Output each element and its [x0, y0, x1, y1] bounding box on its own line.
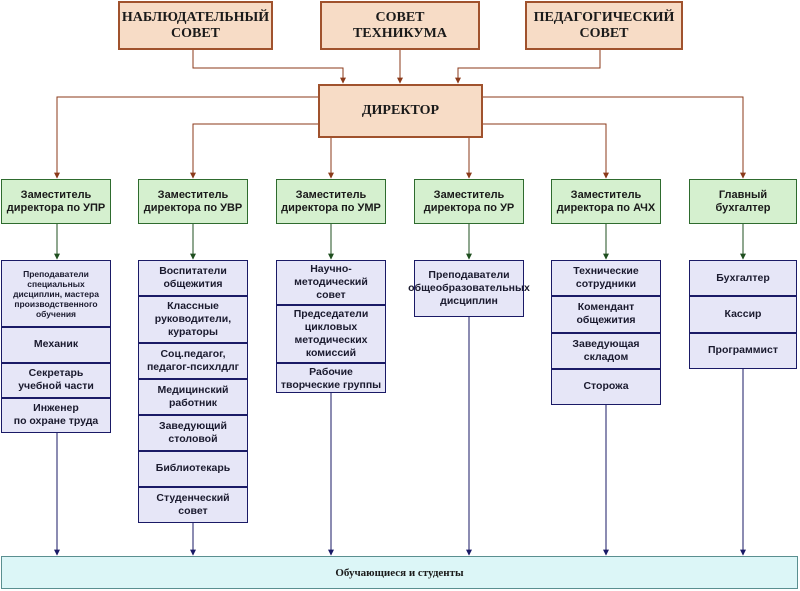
ahch-staff-group: Технические сотрудники Комендант общежит… [551, 260, 661, 405]
deputy-upr-box: Заместитель директора по УПР [1, 179, 111, 224]
umr-staff-item: Научно-методический совет [294, 263, 368, 301]
umr-staff-item: Председатели цикловых методических комис… [277, 304, 385, 362]
ahch-staff-item: Комендант общежития [552, 295, 660, 331]
deputy-ahch-box: Заместитель директора по АЧХ [551, 179, 661, 224]
deputy-umr-box: Заместитель директора по УМР [276, 179, 386, 224]
uvr-staff-item: Медицинский работник [139, 377, 247, 414]
upr-staff-item: Секретарь учебной части [2, 361, 110, 397]
upr-staff-item: Инженер по охране труда [2, 396, 110, 432]
pedagogical-council-box: ПЕДАГОГИЧЕСКИЙ СОВЕТ [525, 1, 683, 50]
chief-accountant-box: Главный бухгалтер [689, 179, 797, 224]
accountant-staff-item: Бухгалтер [716, 271, 770, 284]
director-box: ДИРЕКТОР [318, 84, 483, 138]
supervisory-board-box: НАБЛЮДАТЕЛЬНЫЙ СОВЕТ [118, 1, 273, 50]
link-director-to-upr [54, 96, 318, 179]
uvr-staff-item: Заведующий столовой [139, 413, 247, 450]
uvr-staff-group: Воспитатели общежития Классные руководит… [138, 260, 248, 523]
link-supervisory-to-director [192, 50, 346, 84]
deputy-uvr-box: Заместитель директора по УВР [138, 179, 248, 224]
umr-staff-item: Рабочие творческие группы [277, 362, 385, 394]
accountant-staff-group: Бухгалтер Кассир Программист [689, 260, 797, 369]
link-pedagogical-to-director [455, 50, 601, 84]
upr-staff-item: Преподаватели специальных дисциплин, мас… [13, 268, 99, 319]
accountant-staff-item: Программист [690, 331, 796, 368]
ur-staff-item: Преподаватели общеобразовательных дисцип… [408, 269, 530, 307]
uvr-staff-item: Воспитатели общежития [159, 265, 227, 291]
link-director-to-ahch [483, 123, 609, 179]
uvr-staff-item: Классные руководители, кураторы [139, 295, 247, 342]
uvr-staff-item: Студенческий совет [139, 485, 247, 522]
upr-staff-item: Механик [2, 326, 110, 361]
students-box: Обучающиеся и студенты [1, 556, 798, 589]
ahch-staff-item: Заведующая складом [552, 331, 660, 368]
upr-staff-group: Преподаватели специальных дисциплин, мас… [1, 260, 111, 433]
umr-staff-group: Научно-методический совет Председатели ц… [276, 260, 386, 393]
ahch-staff-item: Сторожа [552, 367, 660, 404]
technical-school-council-box: СОВЕТ ТЕХНИКУМА [320, 1, 480, 50]
link-director-to-uvr [190, 123, 318, 179]
uvr-staff-item: Соц.педагог, педагог-психлдлг [139, 341, 247, 378]
deputy-ur-box: Заместитель директора по УР [414, 179, 524, 224]
ahch-staff-item: Технические сотрудники [573, 265, 639, 291]
link-director-to-accountant [483, 96, 746, 179]
ur-staff-group: Преподаватели общеобразовательных дисцип… [408, 260, 530, 317]
uvr-staff-item: Библиотекарь [139, 449, 247, 486]
accountant-staff-item: Кассир [690, 295, 796, 331]
